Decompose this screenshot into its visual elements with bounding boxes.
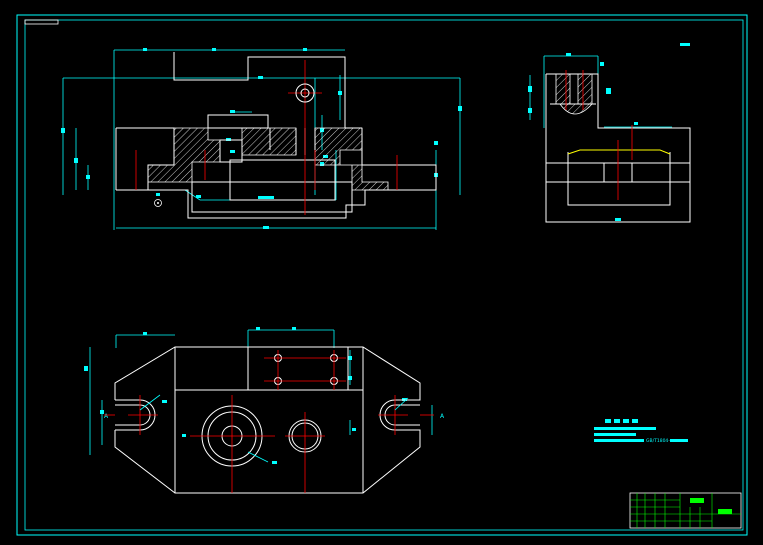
corner-tab <box>24 19 59 25</box>
outer-frame <box>16 14 748 536</box>
technical-notes: GB/T1804-m <box>594 419 688 444</box>
section-mark-left: A <box>104 413 109 420</box>
tolerance-standard-note: GB/T1804-m <box>646 438 674 444</box>
inner-frame <box>24 19 744 531</box>
title-label-cell <box>690 498 704 503</box>
title-block <box>629 492 742 529</box>
front-section-view <box>61 48 462 230</box>
top-view: A A <box>84 327 445 494</box>
drawing-number-cell <box>718 509 732 514</box>
side-view <box>528 43 691 223</box>
section-mark-right: A <box>440 413 445 420</box>
